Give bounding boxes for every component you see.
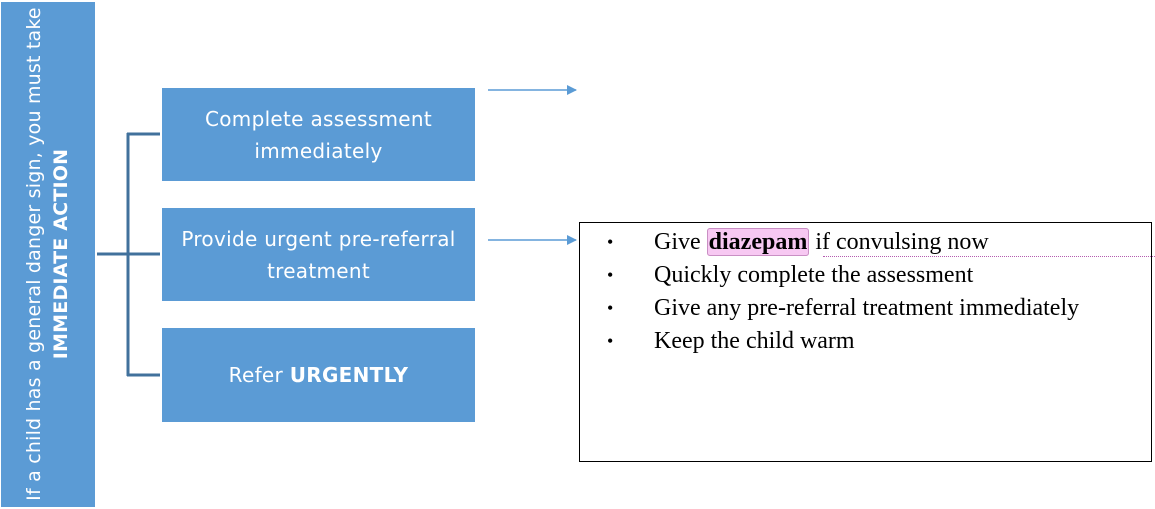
- item-text: Give: [654, 229, 707, 255]
- pre-referral-details-box: • Give diazepam if convulsing now • Quickl…: [579, 222, 1152, 462]
- item-text: Keep the child warm: [654, 328, 855, 354]
- drug-name-highlight: diazepam: [706, 228, 810, 256]
- pre-referral-details-list: • Give diazepam if convulsing now • Quickl…: [580, 226, 1155, 358]
- bullet-icon: •: [607, 331, 614, 351]
- item-text-after: if convulsing now: [809, 229, 989, 255]
- danger-sign-text: If a child has a general danger sign, yo…: [21, 4, 75, 504]
- action-box-refer-urgently: Refer URGENTLY: [162, 328, 475, 422]
- action-bold-3: URGENTLY: [289, 363, 409, 387]
- list-item: • Give diazepam if convulsing now: [580, 226, 1155, 259]
- action-label-refer-urgently: Refer URGENTLY: [229, 359, 409, 391]
- bullet-icon: •: [607, 232, 614, 252]
- danger-sign-banner: If a child has a general danger sign, yo…: [1, 2, 95, 507]
- action-box-pre-referral-treatment: Provide urgent pre-referral treatment: [162, 208, 475, 301]
- comment-leader-line: [823, 256, 1155, 257]
- item-text: Give any pre-referral treatment immediat…: [654, 295, 1080, 321]
- list-item: • Keep the child warm: [580, 325, 1155, 358]
- bullet-icon: •: [607, 298, 614, 318]
- action-text-3: Refer: [228, 363, 290, 387]
- item-text: Quickly complete the assessment: [654, 262, 974, 288]
- action-box-complete-assessment: Complete assessment immediately: [162, 88, 475, 181]
- bullet-icon: •: [607, 265, 614, 285]
- list-item: • Give any pre-referral treatment immedia…: [580, 292, 1155, 325]
- immediate-action-text: IMMEDIATE ACTION: [50, 148, 72, 360]
- action-text-1: Complete assessment immediately: [205, 106, 432, 163]
- action-label-complete-assessment: Complete assessment immediately: [164, 103, 473, 167]
- list-item: • Quickly complete the assessment: [580, 259, 1155, 292]
- action-label-pre-referral-treatment: Provide urgent pre-referral treatment: [164, 223, 473, 287]
- action-text-2: Provide urgent pre-referral treatment: [181, 226, 456, 283]
- danger-sign-text-plain: If a child has a general danger sign, yo…: [23, 7, 45, 501]
